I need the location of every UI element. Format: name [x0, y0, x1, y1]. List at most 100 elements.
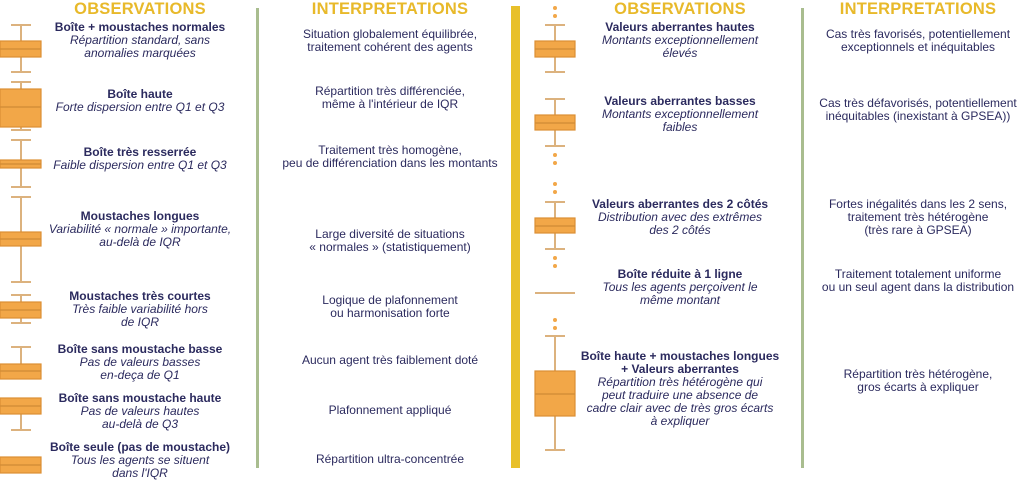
observation-description: de IQR [120, 315, 159, 329]
observation-title: + Valeurs aberrantes [621, 362, 739, 376]
interpretation-text: Traitement totalement uniforme [834, 267, 1002, 281]
observation-description: Variabilité « normale » importante, [48, 222, 232, 236]
observation-title: Boîte + moustaches normales [54, 20, 226, 34]
observation-title: Valeurs aberrantes hautes [605, 20, 755, 34]
interpretation-item: Répartition très différenciée,même à l'i… [265, 85, 515, 111]
observation-description: Montants exceptionnellement [601, 107, 759, 121]
boxplot-low-outliers-icon [534, 98, 576, 165]
observation-title: Moustaches très courtes [69, 289, 211, 303]
observation-title: Moustaches longues [80, 209, 200, 223]
interpretation-text: Plafonnement appliqué [328, 403, 452, 417]
section-divider [511, 6, 520, 468]
observation-description: Très faible variabilité hors [72, 302, 208, 316]
interpretation-text: Cas très favorisés, potentiellement [825, 27, 1011, 41]
observation-description: Répartition standard, sans [69, 33, 211, 47]
interpretation-text: Logique de plafonnement [322, 293, 458, 307]
observations-header-right: OBSERVATIONS [614, 0, 746, 18]
observation-description: en-deça de Q1 [100, 368, 180, 382]
observation-title: Boîte seule (pas de moustache) [49, 440, 231, 454]
boxplot-narrow-box-icon [0, 139, 42, 188]
boxplot-heterogeneous-icon [534, 318, 576, 451]
observation-description: faibles [662, 120, 698, 134]
observation-description: Forte dispersion entre Q1 et Q3 [55, 100, 225, 114]
interpretation-text: traitement très hétérogène [847, 210, 989, 224]
interpretations-header-left: INTERPRETATIONS [311, 0, 469, 18]
observation-title: Boîte très resserrée [83, 145, 197, 159]
interpretation-text: exceptionnels et inéquitables [840, 40, 996, 54]
interpretation-text: Situation globalement équilibrée, [302, 27, 478, 41]
observation-title: Boîte sans moustache basse [57, 342, 223, 356]
observation-description: Tous les agents se situent [70, 453, 210, 467]
interpretation-text: ou un seul agent dans la distribution [821, 280, 1015, 294]
observation-description: au-delà de IQR [99, 235, 181, 249]
observation-description: cadre clair avec de très gros écarts [586, 401, 774, 415]
observations-header-left: OBSERVATIONS [74, 0, 206, 18]
observation-item: Boîte seule (pas de moustache)Tous les a… [40, 441, 240, 480]
interpretation-text: Répartition très différenciée, [315, 84, 465, 98]
boxplot-no-lower-whisker-icon [0, 346, 42, 380]
boxplot-no-upper-whisker-icon [0, 397, 42, 431]
observation-description: Faible dispersion entre Q1 et Q3 [53, 158, 227, 172]
column-divider [256, 8, 259, 468]
interpretation-text: gros écarts à expliquer [857, 380, 979, 394]
observation-description: élevés [662, 46, 698, 60]
interpretation-item: Répartition ultra-concentrée [265, 453, 515, 466]
interpretation-text: même à l'intérieur de IQR [321, 97, 459, 111]
interpretation-item: Situation globalement équilibrée,traitem… [265, 28, 515, 54]
interpretation-text: Large diversité de situations [315, 227, 465, 241]
observation-description: Répartition très hétérogène qui [597, 375, 763, 389]
observation-title: Valeurs aberrantes basses [604, 94, 756, 108]
observation-description: même montant [639, 293, 721, 307]
interpretation-text: Répartition très hétérogène, [843, 367, 993, 381]
interpretation-item: Fortes inégalités dans les 2 sens,traite… [806, 198, 1024, 237]
interpretation-item: Répartition très hétérogène,gros écarts … [806, 368, 1024, 394]
interpretations-header-right: INTERPRETATIONS [839, 0, 997, 18]
boxplot-long-whiskers-icon [0, 196, 42, 283]
boxplot-tall-box-icon [0, 81, 42, 131]
interpretation-text: inéquitables (inexistant à GPSEA)) [825, 109, 1011, 123]
interpretation-text: ou harmonisation forte [330, 306, 450, 320]
observation-description: Distribution avec des extrêmes [597, 210, 763, 224]
observation-description: Pas de valeurs basses [79, 355, 201, 369]
interpretation-text: Répartition ultra-concentrée [315, 452, 465, 466]
column-divider [801, 8, 804, 468]
interpretation-item: Large diversité de situations« normales … [265, 228, 515, 254]
observation-description: des 2 côtés [649, 223, 711, 237]
observation-title: Boîte haute [107, 87, 173, 101]
observation-description: à expliquer [650, 414, 710, 428]
interpretation-item: Plafonnement appliqué [265, 404, 515, 417]
interpretation-item: Traitement très homogène,peu de différen… [265, 144, 515, 170]
boxplot-normal-icon [0, 24, 42, 73]
interpretation-text: traitement cohérent des agents [307, 40, 473, 54]
observation-title: Valeurs aberrantes des 2 côtés [591, 197, 769, 211]
interpretation-text: (très rare à GPSEA) [864, 223, 972, 237]
observation-title: Boîte sans moustache haute [58, 391, 222, 405]
boxplot-high-outliers-icon [534, 6, 576, 73]
observation-title: Boîte réduite à 1 ligne [617, 267, 743, 281]
observation-description: peut traduire une absence de [601, 388, 759, 402]
boxplot-both-outliers-icon [534, 182, 576, 268]
observation-description: Montants exceptionnellement [601, 33, 759, 47]
observation-title: Boîte haute + moustaches longues [580, 349, 780, 363]
interpretation-text: Fortes inégalités dans les 2 sens, [828, 197, 1008, 211]
observation-description: dans l'IQR [112, 466, 168, 480]
observation-description: Tous les agents perçoivent le [602, 280, 758, 294]
interpretation-text: Traitement très homogène, [318, 143, 462, 157]
observation-item: Boîte haute + moustaches longues+ Valeur… [570, 350, 790, 428]
